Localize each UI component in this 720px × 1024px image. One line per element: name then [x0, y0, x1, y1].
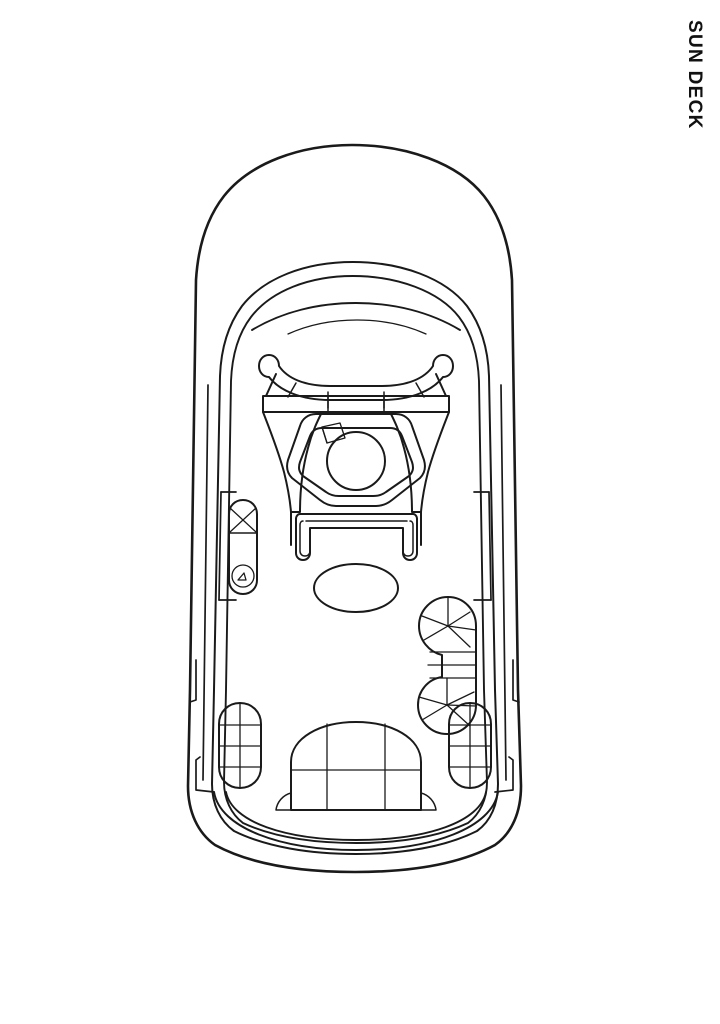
sofa — [295, 513, 418, 561]
foredeck-arch — [251, 302, 461, 335]
stern-transom — [213, 791, 499, 851]
spiral-staircase — [417, 596, 477, 735]
port-walkway — [189, 384, 237, 793]
starboard-walkway — [473, 384, 520, 793]
lounger-starboard — [448, 702, 492, 789]
hull-outline — [186, 143, 523, 874]
port-locker — [228, 499, 258, 595]
lounger-port — [218, 702, 262, 789]
bar-counter — [258, 354, 454, 413]
oval-table — [313, 563, 399, 613]
aft-sunpad — [275, 721, 437, 811]
bulwark-line — [211, 261, 499, 855]
jacuzzi — [286, 413, 426, 507]
